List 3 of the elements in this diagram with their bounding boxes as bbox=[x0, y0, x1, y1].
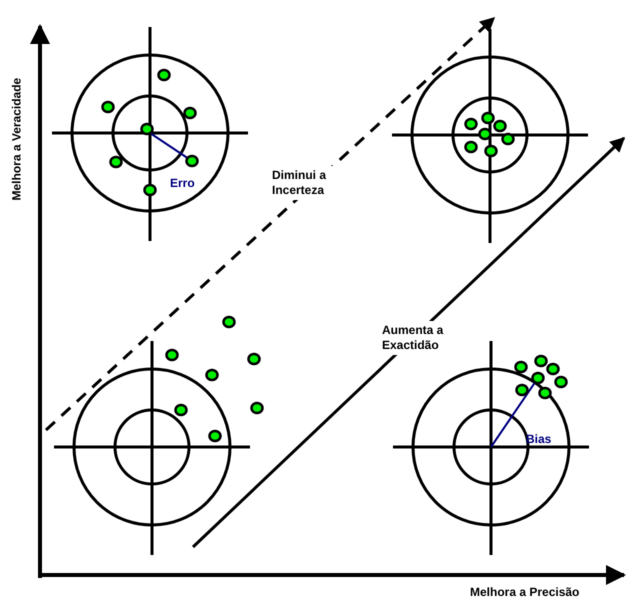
axis-label: Melhora a Precisão bbox=[470, 585, 580, 599]
measure-label: Erro bbox=[170, 176, 195, 191]
axis-label: Melhora a Veracidade bbox=[10, 80, 24, 200]
